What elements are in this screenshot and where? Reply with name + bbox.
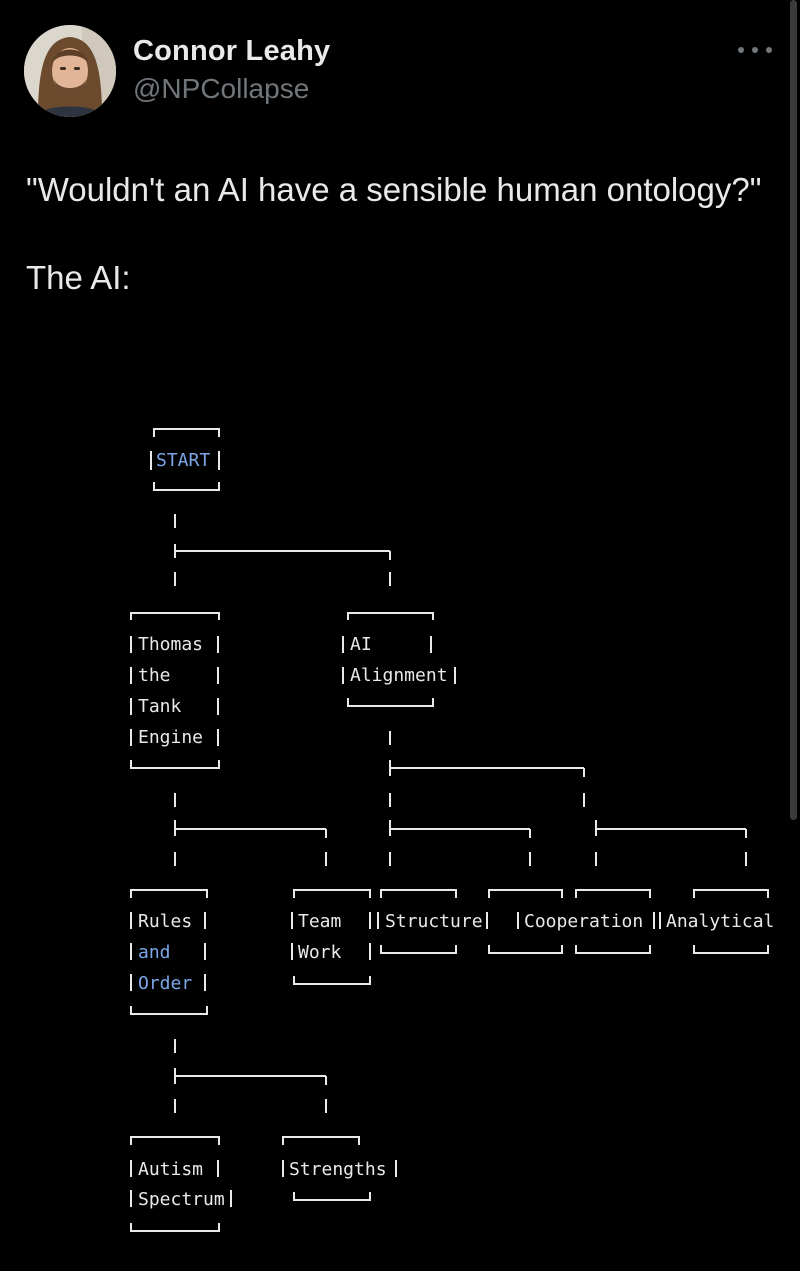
connector-thomas [174, 793, 327, 866]
node-thomas-line-1: Thomas [138, 634, 203, 655]
node-teamwork-line-1: Team [298, 911, 341, 932]
node-cooperation-label: Cooperation [524, 911, 643, 932]
node-ai-line-1: AI [350, 634, 372, 655]
connector-start [174, 514, 391, 586]
author-avatar[interactable] [24, 25, 116, 117]
tweet-text: "Wouldn't an AI have a sensible human on… [26, 171, 762, 296]
node-autism-line-2: Spectrum [138, 1189, 225, 1210]
node-thomas-box: Thomas the Tank Engine [130, 612, 220, 769]
node-ai-alignment-box: AI Alignment [342, 612, 456, 707]
node-rules-line-1: Rules [138, 911, 192, 932]
connector-ai-alignment [389, 731, 747, 866]
scrollbar[interactable] [790, 0, 797, 820]
node-extra-box [575, 889, 651, 954]
connector-rules [174, 1039, 327, 1113]
node-start-box: START [150, 428, 220, 491]
author-handle[interactable]: @NPCollapse [133, 73, 310, 104]
node-start-label: START [156, 450, 210, 471]
node-thomas-line-4: Engine [138, 727, 203, 748]
node-teamwork-line-2: Work [298, 942, 342, 963]
author-name[interactable]: Connor Leahy [133, 35, 331, 67]
node-cooperation-box: Cooperation [488, 889, 655, 954]
node-autism-box: Autism Spectrum [130, 1136, 232, 1232]
node-structure-label: Structure [385, 911, 483, 932]
more-horizontal-icon[interactable] [738, 38, 772, 62]
node-rules-line-2: and [138, 942, 171, 963]
node-analytical-label: Analytical [666, 911, 774, 932]
node-rules-line-3: Order [138, 973, 192, 994]
node-structure-box: Structure [377, 889, 488, 954]
node-strengths-box: Strengths [282, 1136, 397, 1201]
node-strengths-label: Strengths [289, 1159, 387, 1180]
node-analytical-box: Analytical [659, 889, 774, 954]
node-autism-line-1: Autism [138, 1159, 203, 1180]
node-ai-line-2: Alignment [350, 665, 448, 686]
node-rules-box: Rules and Order [130, 889, 208, 1015]
node-thomas-line-2: the [138, 665, 171, 686]
avatar-portrait-image [24, 25, 116, 117]
node-thomas-line-3: Tank [138, 696, 182, 717]
node-teamwork-box: Team Work [291, 889, 371, 985]
